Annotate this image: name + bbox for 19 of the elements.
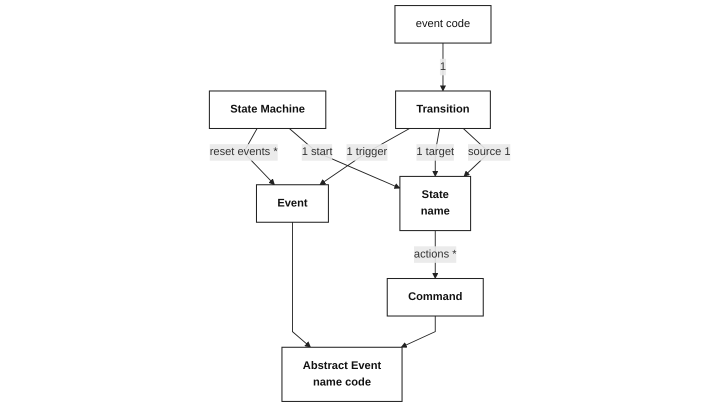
- arrow: [440, 42, 446, 92]
- edge-label: 1 trigger: [346, 146, 388, 158]
- node-box: Command: [386, 278, 484, 317]
- arrow: [320, 128, 410, 186]
- edge-label: 1: [440, 60, 446, 73]
- edge-label: reset events *: [210, 146, 278, 158]
- arrow: [292, 222, 311, 348]
- edge-label: 1 target: [416, 146, 454, 158]
- arrow: [400, 316, 436, 348]
- node-box: Abstract Event name code: [281, 346, 403, 402]
- arrow: [288, 128, 400, 189]
- node-box: State name: [399, 176, 472, 232]
- node-box: Event: [256, 184, 329, 223]
- node-box: State Machine: [208, 90, 326, 130]
- node-box: event code: [394, 5, 492, 44]
- node-box: Transition: [395, 90, 491, 130]
- edge-label: source 1: [468, 146, 511, 158]
- edge-label: 1 start: [302, 146, 333, 158]
- edge-label: actions *: [414, 248, 457, 260]
